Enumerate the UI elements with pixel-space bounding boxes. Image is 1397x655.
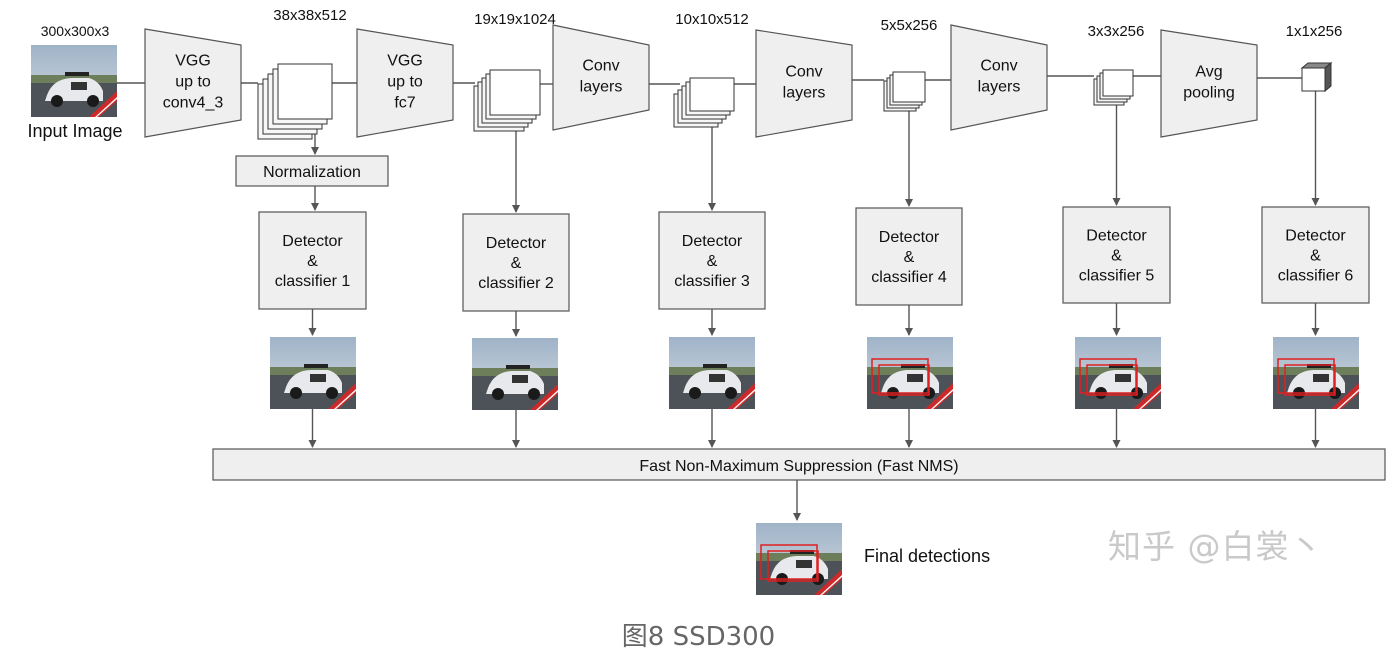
feature-map xyxy=(1324,61,1332,93)
nms-label: Fast Non-Maximum Suppression (Fast NMS) xyxy=(639,458,958,475)
detector-classifier-label: classifier 6 xyxy=(1278,268,1354,285)
feature-map-dims-label: 38x38x512 xyxy=(273,7,346,24)
layer-block-label: Avg xyxy=(1195,64,1222,81)
feature-map-dims-label: 10x10x512 xyxy=(675,11,748,28)
layer-block xyxy=(950,24,1048,131)
feature-map-dims-label: 3x3x256 xyxy=(1088,23,1145,40)
layer-block xyxy=(1160,29,1258,138)
nms-box xyxy=(212,448,1386,481)
detection-box xyxy=(767,550,819,582)
detection-thumbnail xyxy=(867,337,953,409)
input-image xyxy=(31,45,117,117)
layer-block-label: layers xyxy=(978,79,1021,96)
detection-box xyxy=(1079,358,1137,394)
feature-map-dims-label: 19x19x1024 xyxy=(474,11,556,28)
final-detections-label: Final detections xyxy=(864,546,990,566)
figure-caption: 图8 SSD300 xyxy=(621,622,776,652)
layer-block-label: conv4_3 xyxy=(163,95,224,112)
layer-block-label: pooling xyxy=(1183,85,1235,102)
detection-box xyxy=(760,544,818,580)
feature-map xyxy=(277,63,333,120)
detector-classifier-label: & xyxy=(511,255,522,272)
layer-block-label: up to xyxy=(175,74,211,91)
layer-block xyxy=(755,29,853,138)
detection-thumbnail xyxy=(669,337,755,409)
detector-classifier-label: Detector xyxy=(282,233,343,250)
normalization-box xyxy=(235,155,389,187)
feature-map xyxy=(1301,67,1326,92)
feature-map xyxy=(1102,69,1134,97)
detector-classifier-box xyxy=(658,211,766,310)
layer-block-label: VGG xyxy=(175,53,211,70)
detection-thumbnail xyxy=(270,337,356,409)
detection-thumbnail xyxy=(472,338,558,410)
detector-classifier-label: & xyxy=(707,253,718,270)
detector-classifier-label: & xyxy=(307,253,318,270)
detection-thumbnail xyxy=(1273,337,1359,409)
feature-map xyxy=(689,77,735,112)
feature-map xyxy=(489,69,541,116)
layer-block-label: Conv xyxy=(980,58,1017,75)
detector-classifier-box xyxy=(258,211,367,310)
detector-classifier-label: classifier 1 xyxy=(275,273,351,290)
detector-classifier-label: Detector xyxy=(682,233,743,250)
detection-box xyxy=(871,358,929,394)
detector-classifier-box xyxy=(462,213,570,312)
detector-classifier-label: Detector xyxy=(879,229,940,246)
layer-block-label: VGG xyxy=(387,53,423,70)
input-dims-label: 300x300x3 xyxy=(41,23,110,39)
detection-box xyxy=(1086,364,1138,396)
detection-thumbnail xyxy=(1075,337,1161,409)
layer-block xyxy=(552,24,650,131)
detector-classifier-label: classifier 4 xyxy=(871,269,947,286)
layer-block xyxy=(144,28,242,138)
layer-block xyxy=(356,28,454,138)
detector-classifier-box xyxy=(1261,206,1370,304)
detector-classifier-label: Detector xyxy=(1086,228,1147,245)
detector-classifier-label: & xyxy=(1310,248,1321,265)
detector-classifier-label: classifier 3 xyxy=(674,273,750,290)
detection-box xyxy=(1277,358,1335,394)
feature-map-dims-label: 1x1x256 xyxy=(1286,23,1343,40)
layer-block-label: up to xyxy=(387,74,423,91)
detector-classifier-label: & xyxy=(904,249,915,266)
detector-classifier-label: Detector xyxy=(1285,228,1346,245)
layer-block-label: layers xyxy=(783,85,826,102)
detector-classifier-label: & xyxy=(1111,248,1122,265)
input-image-label: Input Image xyxy=(27,121,122,141)
normalization-label: Normalization xyxy=(263,164,361,181)
detection-box xyxy=(878,364,930,396)
feature-map xyxy=(892,71,926,103)
layer-block-label: Conv xyxy=(582,58,619,75)
layer-block-label: Conv xyxy=(785,64,822,81)
final-detection-image xyxy=(756,523,842,595)
layer-block-label: layers xyxy=(580,79,623,96)
detector-classifier-box xyxy=(1062,206,1171,304)
watermark: 知乎 @白裳丶 xyxy=(1108,527,1324,566)
feature-map-dims-label: 5x5x256 xyxy=(881,17,938,34)
detector-classifier-label: Detector xyxy=(486,235,547,252)
detector-classifier-label: classifier 5 xyxy=(1079,268,1155,285)
detector-classifier-label: classifier 2 xyxy=(478,275,554,292)
detection-box xyxy=(1284,364,1336,396)
detector-classifier-box xyxy=(855,207,963,306)
layer-block-label: fc7 xyxy=(394,95,415,112)
